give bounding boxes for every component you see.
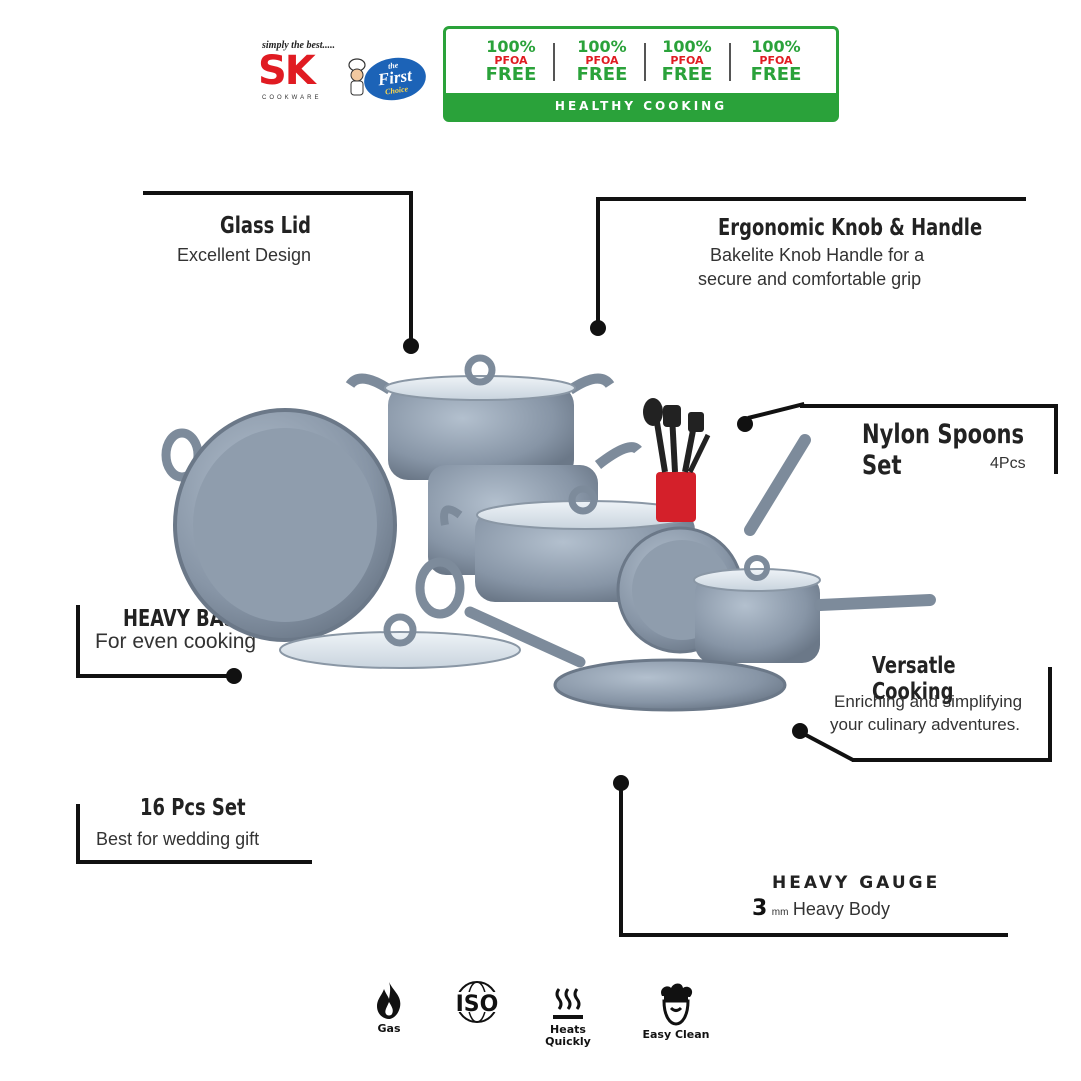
callout-line — [143, 191, 413, 195]
callout-line — [619, 780, 623, 937]
heats-label-1: Heats — [550, 1023, 586, 1037]
utensil-holder — [643, 398, 711, 522]
pfoa-free: FREE — [661, 64, 713, 85]
callout-line — [409, 191, 413, 341]
callout-line — [619, 933, 1008, 937]
sk-logo: SK — [258, 48, 316, 94]
heavy-gauge-detail: 3 mm Heavy Body — [752, 896, 890, 921]
pfoa-label: PFOA — [670, 54, 704, 67]
casserole-large — [345, 354, 615, 480]
callout-line — [1048, 667, 1052, 762]
callout-line — [800, 404, 1058, 408]
ergonomic-title: Ergonomic Knob & Handle — [718, 215, 983, 241]
callout-line — [76, 674, 234, 678]
first-choice-badge: the First Choice — [361, 53, 429, 105]
heats-label-2: Quickly — [545, 1035, 591, 1049]
pfoa-free: FREE — [576, 64, 628, 85]
versatile-line1: Enriching and simplifying — [834, 692, 1023, 711]
iso-feature: ISO — [444, 980, 510, 1027]
saucepan — [693, 555, 936, 663]
pfoa-percent: 100% — [577, 37, 627, 56]
gauge-unit: mm — [771, 907, 789, 918]
callout-dot — [590, 320, 606, 336]
callout-dot — [226, 668, 242, 684]
callout-line — [596, 197, 600, 322]
callout-line — [803, 732, 855, 763]
pfoa-free: FREE — [750, 64, 802, 85]
flat-tawa — [464, 606, 787, 712]
iso-icon: ISO — [447, 981, 507, 1023]
pfoa-footer: HEALTHY COOKING — [446, 93, 836, 119]
gas-feature: Gas — [366, 980, 412, 1035]
callout-line — [1054, 404, 1058, 474]
gauge-subtitle: Heavy Body — [792, 899, 890, 919]
heats-quickly-feature: Heats Quickly — [540, 985, 596, 1048]
pfoa-divider — [644, 43, 646, 81]
callout-line — [76, 860, 312, 864]
callout-line — [76, 605, 80, 678]
pfoa-percent: 100% — [662, 37, 712, 56]
nylon-subtitle: 4Pcs — [990, 455, 1026, 472]
steam-icon — [553, 988, 583, 1019]
ergonomic-line1: Bakelite Knob Handle for a — [710, 245, 925, 265]
gauge-number: 3 — [752, 896, 768, 921]
chef-mascot-icon — [346, 58, 368, 98]
gas-label: Gas — [377, 1022, 401, 1036]
iso-text: ISO — [456, 992, 499, 1017]
brand-tagline: simply the best..... — [262, 40, 336, 51]
pfoa-label: PFOA — [759, 54, 793, 67]
callout-line — [76, 804, 80, 864]
callout-dot — [737, 416, 753, 432]
pfoa-divider — [729, 43, 731, 81]
glass-lid-subtitle: Excellent Design — [177, 245, 312, 265]
callout-line — [852, 758, 1052, 762]
glass-lid-title: Glass Lid — [220, 213, 312, 239]
pfoa-free-badge: 100% PFOA FREE 100% PFOA FREE 100% PFOA … — [443, 26, 839, 122]
sk-logo-sub: COOKWARE — [262, 95, 322, 101]
pcs-set-subtitle: Best for wedding gift — [96, 829, 260, 849]
easy-clean-label: Easy Clean — [642, 1028, 710, 1042]
pfoa-item: 100% PFOA FREE — [652, 39, 722, 84]
heavy-gauge-title: HEAVY GAUGE — [772, 873, 941, 893]
flame-icon — [377, 982, 401, 1019]
pfoa-label: PFOA — [585, 54, 619, 67]
pfoa-percent: 100% — [751, 37, 801, 56]
ergonomic-line2: secure and comfortable grip — [698, 269, 922, 289]
pfoa-item: 100% PFOA FREE — [567, 39, 637, 84]
versatile-line2: your culinary adventures. — [830, 715, 1020, 734]
easy-clean-feature: Easy Clean — [640, 982, 712, 1041]
loose-glass-lid — [279, 613, 521, 669]
pfoa-label: PFOA — [494, 54, 528, 67]
nylon-title: Nylon Spoons Set — [862, 419, 1025, 481]
versatile-title: Versatle Cooking — [872, 653, 956, 705]
callout-dot — [792, 723, 808, 739]
pcs-set-title: 16 Pcs Set — [140, 795, 246, 821]
callout-line — [596, 197, 1026, 201]
callout-dot — [403, 338, 419, 354]
pfoa-item: 100% PFOA FREE — [741, 39, 811, 84]
pfoa-percent: 100% — [486, 37, 536, 56]
pfoa-free: FREE — [485, 64, 537, 85]
pfoa-item: 100% PFOA FREE — [476, 39, 546, 84]
cookware-set-image — [161, 354, 936, 712]
frying-pan-large — [161, 408, 465, 642]
pfoa-divider — [553, 43, 555, 81]
heavy-base-subtitle: For even cooking — [95, 630, 257, 653]
chef-icon — [661, 983, 693, 1026]
